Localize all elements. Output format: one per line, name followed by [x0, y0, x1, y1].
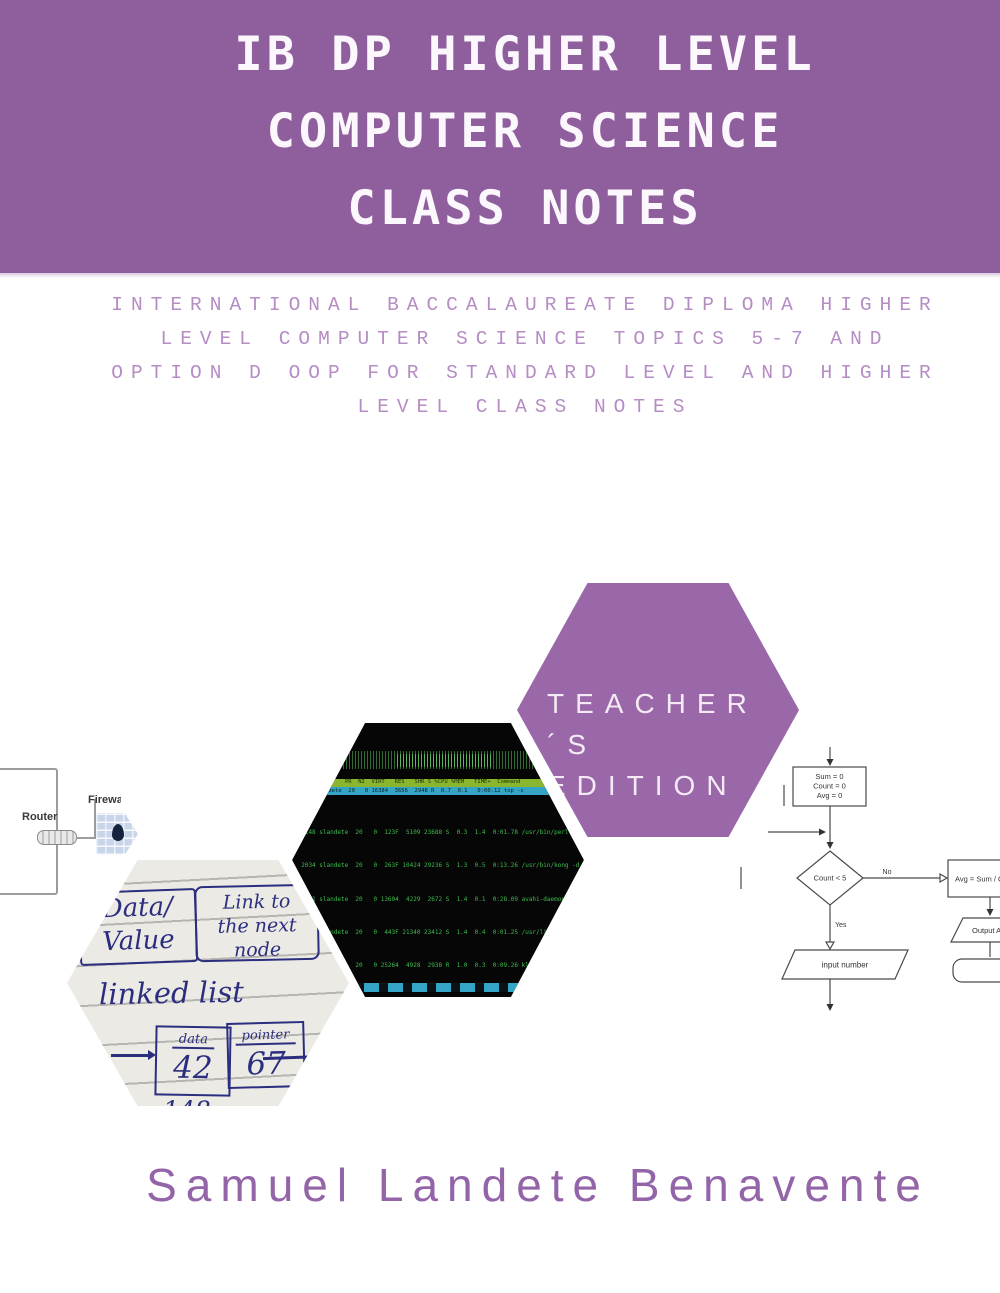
badge-line-1: TEACHER´S — [547, 688, 758, 760]
flowchart: Sum = 0 Count = 0 Avg = 0 Count < 5 No Y… — [740, 747, 1000, 1011]
terminal-row: 2148 slandete 20 0 123F 5109 23688 S 0.3… — [294, 829, 584, 837]
arrowhead — [826, 1004, 834, 1011]
terminal-hexagon: PID USER PR NI VIRT RES SHR S %CPU %MEM … — [292, 723, 584, 997]
subtitle-line-1: INTERNATIONAL BACCALAUREATE DIPLOMA HIGH… — [111, 294, 939, 316]
firewall-label: Firewall — [88, 794, 121, 806]
lined-paper: Data/ Value Link to the next node , link… — [67, 860, 349, 1106]
open-arrowhead — [939, 872, 949, 884]
flame-icon — [112, 824, 124, 841]
router-firewall-link — [76, 837, 98, 839]
open-arrowhead — [824, 941, 836, 951]
link-box: Link to the next node — [194, 883, 320, 963]
data-value-line-2: Value — [101, 924, 176, 958]
title-line-2: COMPUTER SCIENCE — [266, 104, 784, 159]
output-parallelogram — [950, 917, 1000, 943]
book-subtitle: INTERNATIONAL BACCALAUREATE DIPLOMA HIGH… — [50, 288, 1000, 424]
input-label: input number — [822, 961, 869, 970]
firewall-connector-line — [94, 799, 96, 839]
link-line-1: Link to — [222, 890, 291, 914]
init-line-2: Count = 0 — [813, 782, 846, 791]
no-label: No — [883, 869, 892, 876]
data-value-box: Data/ Value — [77, 887, 199, 967]
margin-mark: , — [67, 992, 73, 1011]
yes-label: Yes — [835, 922, 847, 929]
init-line-3: Avg = 0 — [817, 791, 843, 800]
output-label: Output Avg — [972, 926, 1000, 935]
terminal-selected-row: 2176 slandete 20 0 16384 3656 2948 R 0.7… — [292, 786, 584, 795]
pointer-cell-label: pointer — [235, 1027, 296, 1046]
init-line-1: Sum = 0 — [815, 772, 843, 781]
data-cell: data 42 — [154, 1025, 232, 1097]
terminal-row: 1122 slandete 20 0 443F 21340 23412 S 1.… — [301, 928, 584, 936]
notes-hexagon: Data/ Value Link to the next node , link… — [62, 855, 354, 1111]
router-label: Router — [22, 811, 58, 823]
node-arrow — [111, 1050, 156, 1059]
terminal-row: 2034 slandete 20 0 263F 10424 29236 S 1.… — [294, 862, 584, 870]
decision-label: Count < 5 — [814, 874, 847, 883]
author-name: Samuel Landete Benavente — [146, 1159, 930, 1211]
teachers-edition-hexagon: TEACHER´S EDITION — [512, 578, 804, 842]
data-value-line-1: Data/ — [101, 891, 174, 925]
linked-list-caption: linked list — [98, 974, 245, 1012]
terminal-header-row: PID USER PR NI VIRT RES SHR S %CPU %MEM … — [292, 779, 584, 787]
badge-text: TEACHER´S EDITION — [547, 683, 799, 806]
pointer-cell-value: 67 — [246, 1045, 287, 1083]
subtitle-line-2: LEVEL COMPUTER SCIENCE TOPICS 5-7 AND — [160, 328, 890, 350]
data-cell-label: data — [172, 1031, 215, 1050]
terminal-footer-bar — [292, 983, 584, 992]
title-banner: IB DP HIGHER LEVEL COMPUTER SCIENCE CLAS… — [0, 0, 1000, 273]
title-line-1: IB DP HIGHER LEVEL — [234, 27, 816, 82]
badge-line-2: EDITION — [547, 770, 738, 801]
data-cell-value: 42 — [172, 1049, 213, 1087]
subtitle-line-4: LEVEL CLASS NOTES — [357, 396, 693, 418]
arrowhead — [986, 909, 994, 916]
end-terminator — [952, 958, 1000, 983]
subtitle-line-3: OPTION D OOP FOR STANDARD LEVEL AND HIGH… — [111, 362, 939, 384]
arrowhead — [826, 842, 834, 849]
book-title: IB DP HIGHER LEVEL COMPUTER SCIENCE CLAS… — [50, 16, 1000, 247]
node-address: 148 — [163, 1096, 211, 1106]
arrowhead — [826, 759, 834, 766]
link-line-2: the next — [217, 914, 297, 938]
avg-box — [947, 859, 1000, 898]
banner-edge — [0, 273, 1000, 278]
init-box — [792, 766, 867, 807]
terminal-meter-bars-bright — [397, 754, 492, 767]
arrowhead — [819, 828, 826, 836]
terminal-screenshot: PID USER PR NI VIRT RES SHR S %CPU %MEM … — [292, 723, 584, 997]
title-line-3: CLASS NOTES — [347, 181, 703, 236]
terminal-row: 981 slandete 20 0 13604 4229 2672 S 1.4 … — [305, 895, 584, 903]
avg-label: Avg = Sum / Count — [955, 875, 1000, 884]
router-icon — [37, 830, 77, 845]
link-line-3: node — [233, 938, 282, 962]
input-parallelogram — [781, 949, 909, 980]
